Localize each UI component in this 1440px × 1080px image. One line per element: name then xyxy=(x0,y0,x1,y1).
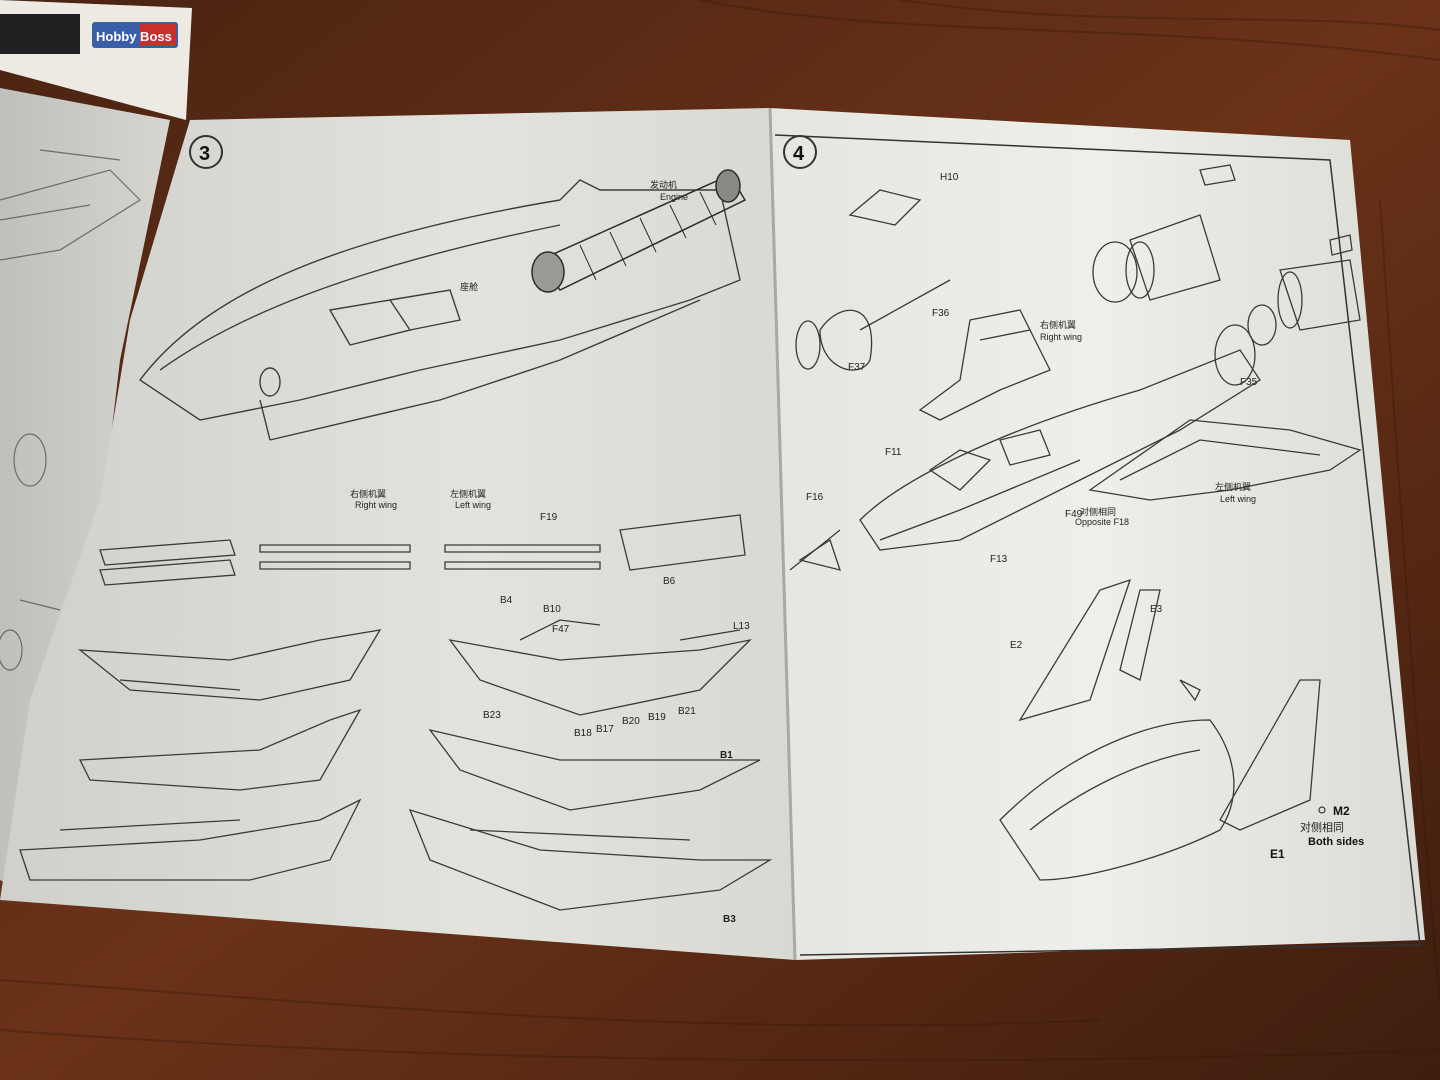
step-4-part-labels: F11 F13 F16 F36 F37 H10 F49 F35 E2 E3 xyxy=(806,172,1258,651)
svg-text:B3: B3 xyxy=(723,914,736,925)
right-wing-label-cn: 右侧机翼 xyxy=(350,488,386,499)
fuselage-half-drawing xyxy=(138,179,741,441)
svg-text:F37: F37 xyxy=(848,362,866,373)
svg-text:B21: B21 xyxy=(678,706,696,717)
nozzle-parts-drawing xyxy=(795,164,1361,371)
svg-text:B20: B20 xyxy=(622,716,640,727)
svg-text:F47: F47 xyxy=(552,624,570,635)
svg-text:E3: E3 xyxy=(1150,604,1163,615)
right-wing-assembly xyxy=(19,629,382,881)
engine-drawing xyxy=(531,169,747,293)
svg-text:3: 3 xyxy=(199,143,210,165)
svg-text:H10: H10 xyxy=(940,172,959,183)
svg-text:F35: F35 xyxy=(1240,377,1258,388)
opposite-label-en: Opposite F18 xyxy=(1075,517,1129,527)
left-wing-label-en-step4: Left wing xyxy=(1220,494,1256,504)
step-4-badge: 4 xyxy=(783,135,817,169)
svg-text:4: 4 xyxy=(793,143,805,165)
svg-text:B4: B4 xyxy=(500,595,513,606)
part-m2-label: M2 xyxy=(1333,804,1350,818)
both-sides-label-cn: 对侧相同 xyxy=(1300,820,1344,834)
svg-text:F11: F11 xyxy=(885,447,902,458)
cockpit-label-cn: 座舱 xyxy=(460,281,478,292)
svg-text:B10: B10 xyxy=(543,604,561,615)
left-wing-assembly xyxy=(408,619,773,911)
svg-text:F19: F19 xyxy=(540,512,558,523)
page-fold xyxy=(768,107,797,961)
svg-text:L13: L13 xyxy=(733,621,750,632)
step-3-badge: 3 xyxy=(189,135,223,169)
svg-text:F13: F13 xyxy=(990,554,1008,565)
svg-text:F36: F36 xyxy=(932,308,950,319)
tail-fin-drawing xyxy=(918,309,1051,421)
left-wing-label-en: Left wing xyxy=(455,500,491,510)
opposite-label-cn: 对侧相同 xyxy=(1080,506,1116,517)
svg-text:B6: B6 xyxy=(663,576,676,587)
part-m2-marker xyxy=(1318,806,1326,814)
left-wing-label-cn: 左侧机翼 xyxy=(450,488,486,499)
svg-text:F49: F49 xyxy=(1065,509,1083,520)
engine-label-en: Engine xyxy=(660,192,688,202)
left-wing-drawing xyxy=(1088,419,1362,501)
instruction-page-left xyxy=(0,108,795,960)
both-sides-label-en: Both sides xyxy=(1308,836,1364,848)
right-wing-label-cn-step4: 右侧机翼 xyxy=(1040,319,1076,330)
right-wing-label-en-step4: Right wing xyxy=(1040,332,1082,342)
svg-text:B1: B1 xyxy=(720,750,733,761)
box-brand-label: Hobby Boss xyxy=(96,29,172,44)
step-3-part-labels: B10 F47 L13 B23 B18 B17 B20 B19 B21 B1 B… xyxy=(483,512,750,925)
left-wing-label-cn-step4: 左侧机翼 xyxy=(1215,481,1251,492)
svg-text:B18: B18 xyxy=(574,728,592,739)
tail-assembly-drawing xyxy=(999,578,1321,881)
svg-text:B17: B17 xyxy=(596,724,614,735)
svg-text:B23: B23 xyxy=(483,710,501,721)
engine-label-cn: 发动机 xyxy=(650,179,677,190)
fuselage-exploded-drawing xyxy=(789,324,1261,571)
svg-text:F16: F16 xyxy=(806,492,824,503)
wing-spar-parts xyxy=(99,514,746,586)
svg-text:E2: E2 xyxy=(1010,640,1023,651)
kit-box xyxy=(0,0,192,120)
right-wing-label-en: Right wing xyxy=(355,500,397,510)
svg-text:B19: B19 xyxy=(648,712,666,723)
part-e1-label: E1 xyxy=(1270,847,1285,861)
